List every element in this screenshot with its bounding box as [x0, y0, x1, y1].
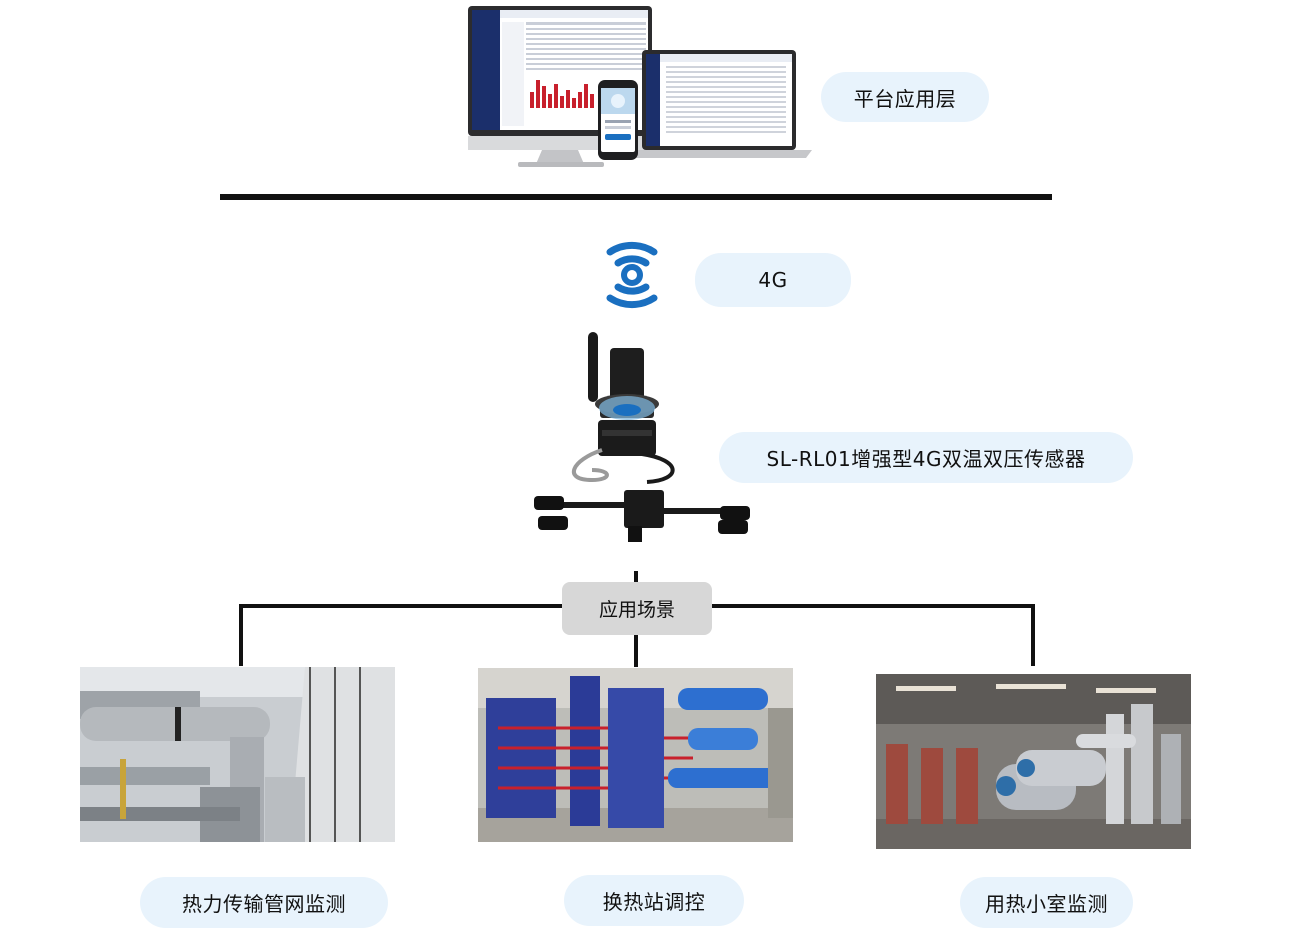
layer-divider [220, 194, 1052, 200]
branch-left [239, 604, 563, 608]
device-text: SL-RL01增强型4G双温双压传感器 [766, 447, 1086, 471]
pipe-network-photo [80, 667, 395, 842]
application-scene-label: 应用场景 [562, 582, 712, 635]
scene-label-pipe-network: 热力传输管网监测 [140, 877, 388, 928]
scene-label-text: 热力传输管网监测 [182, 892, 346, 916]
network-text: 4G [758, 268, 788, 292]
scene-label-heat-exchange-station: 换热站调控 [564, 875, 744, 926]
branch-drop-center [634, 635, 638, 667]
network-label: 4G [695, 253, 851, 307]
branch-right [711, 604, 1035, 608]
scene-label-text: 换热站调控 [602, 890, 706, 914]
device-label: SL-RL01增强型4G双温双压传感器 [719, 432, 1133, 483]
platform-layer-label: 平台应用层 [821, 72, 989, 122]
heating-room-photo [876, 674, 1191, 849]
heat-exchange-station-photo [478, 668, 793, 842]
wireless-signal-icon [596, 232, 668, 318]
laptop-icon [630, 50, 812, 158]
platform-devices-illustration [466, 4, 816, 172]
trunk-connector [634, 571, 638, 585]
sensor-device-icon [532, 330, 756, 546]
scene-label-heating-room: 用热小室监测 [960, 877, 1133, 928]
branch-drop-left [239, 604, 243, 666]
scene-label-text: 用热小室监测 [985, 892, 1108, 916]
branch-drop-right [1031, 604, 1035, 666]
platform-layer-text: 平台应用层 [853, 86, 957, 111]
phone-icon [598, 80, 638, 160]
application-scene-text: 应用场景 [598, 599, 675, 621]
